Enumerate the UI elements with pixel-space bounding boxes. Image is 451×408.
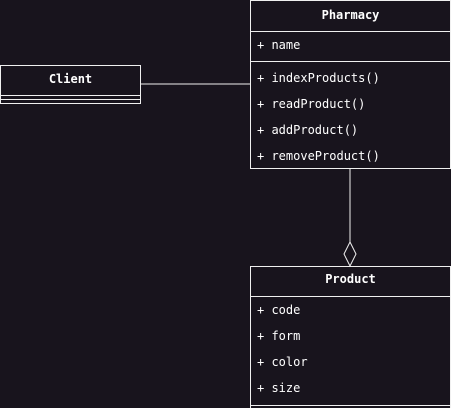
class-box-pharmacy[interactable]: Pharmacy + name + indexProducts() + read… xyxy=(250,0,451,169)
method-remove-product: + removeProduct() xyxy=(257,149,380,163)
method-read-product: + readProduct() xyxy=(257,97,366,111)
class-divider xyxy=(251,31,450,32)
class-title-client: Client xyxy=(48,72,93,86)
attribute-name: + name xyxy=(257,38,301,52)
class-divider xyxy=(251,61,450,62)
class-title-product: Product xyxy=(325,272,376,286)
attribute-size: + size xyxy=(257,381,301,395)
class-divider xyxy=(251,405,450,406)
class-title-pharmacy: Pharmacy xyxy=(321,8,380,22)
class-divider xyxy=(1,99,140,100)
attribute-color: + color xyxy=(257,355,308,369)
class-divider xyxy=(1,95,140,96)
class-divider xyxy=(251,296,450,297)
method-add-product: + addProduct() xyxy=(257,123,359,137)
aggregation-diamond-icon xyxy=(343,240,357,268)
attribute-form: + form xyxy=(257,329,301,343)
class-box-client[interactable]: Client xyxy=(0,65,141,104)
class-box-product[interactable]: Product + code + form + color + size xyxy=(250,266,451,408)
method-index-products: + indexProducts() xyxy=(257,71,380,85)
attribute-code: + code xyxy=(257,303,301,317)
